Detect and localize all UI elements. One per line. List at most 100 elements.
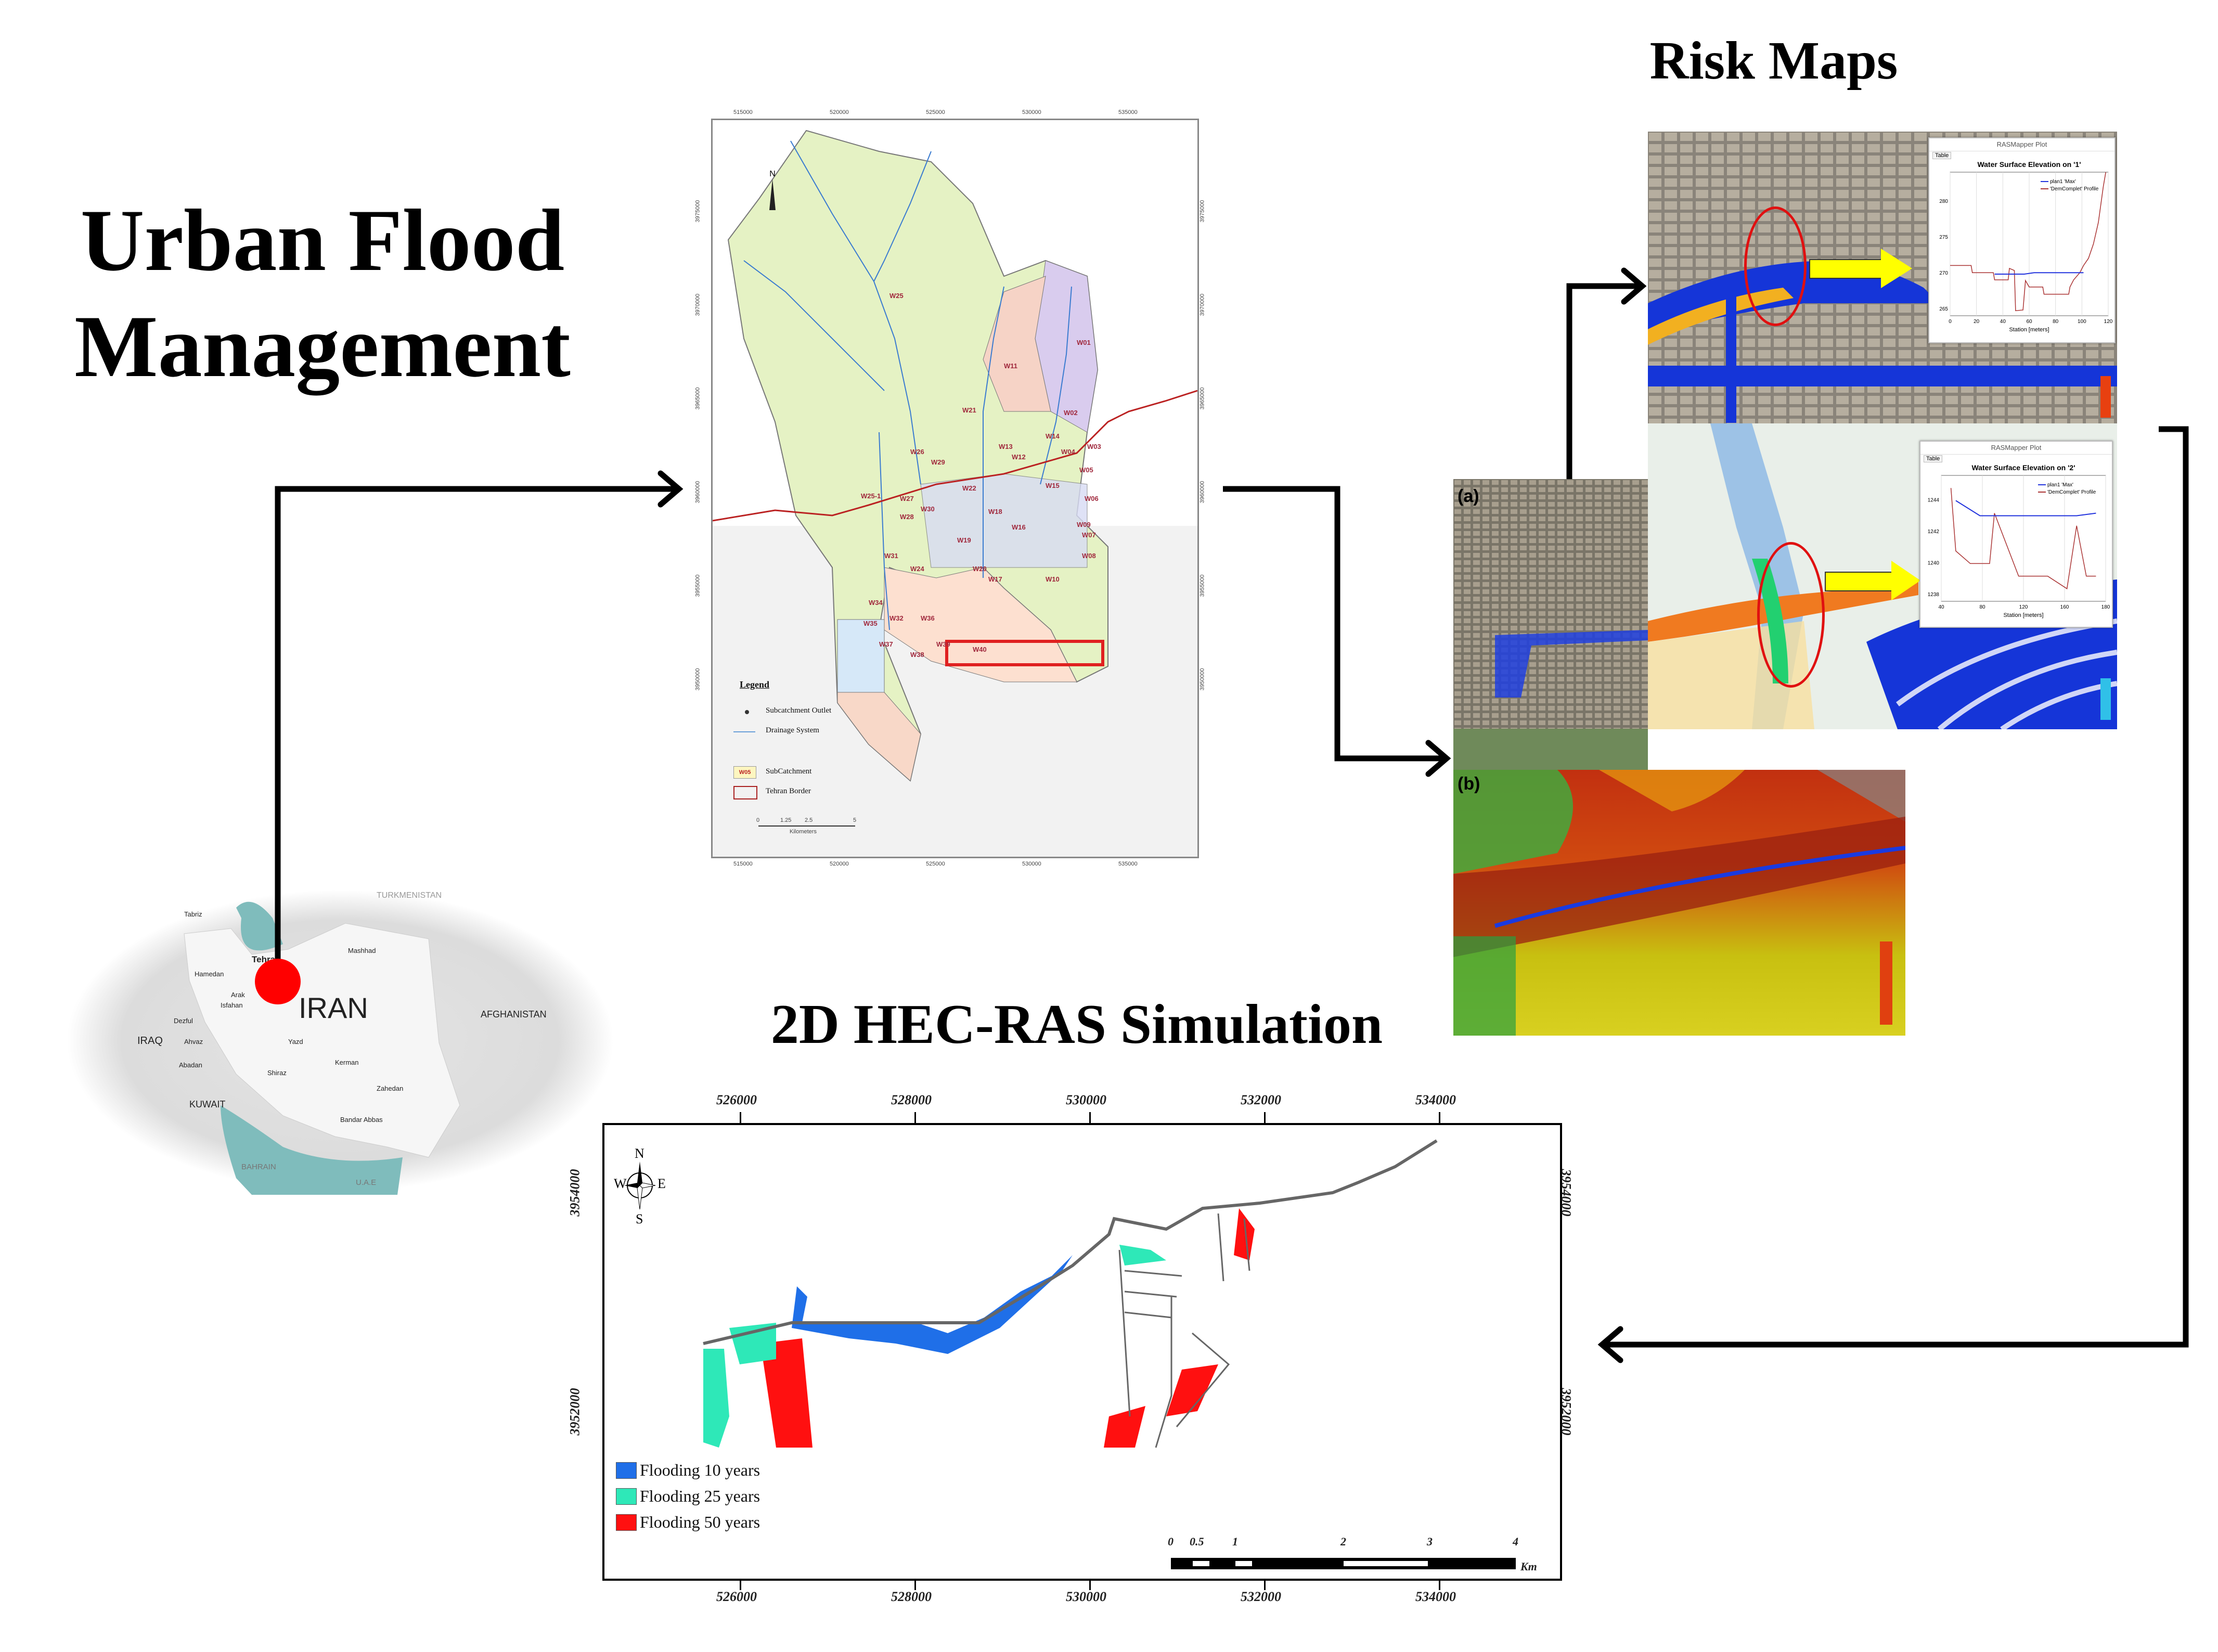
y-tick-left: 3960000 [694, 481, 701, 504]
subcatchment-label: W21 [962, 406, 976, 414]
x-tick-top: 535000 [1118, 109, 1138, 115]
tick-mark [740, 1112, 741, 1125]
subcatchment-w11 [983, 276, 1051, 412]
legend-title: Legend [740, 679, 770, 690]
y-tick-left: 3970000 [694, 293, 701, 316]
subcatchment-label: W05 [1079, 466, 1093, 474]
subcatchment-label: W19 [957, 536, 971, 544]
yellow-arrowhead-icon [1881, 249, 1912, 288]
x-tick-bottom: 530000 [1022, 861, 1041, 867]
y-tick-right: 3950000 [1199, 668, 1206, 691]
subcatchment-label: W27 [900, 495, 914, 502]
flood-50-years-area [760, 1208, 1255, 1448]
x-tick-bottom: 526000 [716, 1589, 757, 1604]
x-axis-label: Station [meters] [2003, 612, 2043, 618]
scale-tick: 2 [1340, 1535, 1346, 1548]
country-label-bahrain: BAHRAIN [241, 1163, 276, 1171]
subcatchment-label: W06 [1085, 495, 1099, 502]
x-tick-top: 530000 [1066, 1092, 1106, 1107]
arrow-catchment-to-risk [1223, 486, 1444, 762]
country-label-afghanistan: AFGHANISTAN [481, 1009, 547, 1019]
compass-n: N [635, 1146, 644, 1161]
plot-title: Water Surface Elevation on '2' [1971, 463, 2075, 472]
subcatchment-w09 [920, 473, 1088, 568]
risk-map-panel-a: (a) [1453, 479, 1648, 770]
subcatchment-label: W18 [988, 508, 1002, 515]
legend-item-1: Flooding 10 years [616, 1461, 760, 1480]
scale-unit: Kilometers [790, 829, 817, 835]
city-label: Yazd [288, 1038, 303, 1046]
subcatchment-label: W24 [910, 565, 924, 573]
flood-extent-graphic [703, 1139, 1438, 1448]
iran-location-map: IRAN IRAQ AFGHANISTAN KUWAIT TURKMENISTA… [65, 887, 616, 1195]
subcatchment-label: W04 [1061, 448, 1075, 456]
scale-tick: 1.25 [780, 817, 792, 823]
y-tick-left: 3950000 [694, 668, 701, 691]
north-label: N [769, 170, 776, 178]
caspian-sea [236, 901, 283, 951]
legend-label: plan1 'Max' [2047, 482, 2073, 488]
x-tick-top: 515000 [733, 109, 753, 115]
subcatchment-label: W17 [988, 575, 1002, 583]
table-tab[interactable]: Table [1932, 152, 1952, 159]
y-tick-label: 1238 [1928, 592, 1940, 598]
y-tick-right: 3952000 [1558, 1388, 1574, 1436]
table-tab[interactable]: Table [1924, 455, 1943, 462]
legend-label: 'DemComplet' Profile [2047, 489, 2096, 495]
x-tick-bottom: 515000 [733, 861, 753, 867]
arrowhead-icon [657, 470, 684, 508]
compass-w: W [614, 1176, 627, 1191]
subcatchment-label: W37 [879, 640, 893, 648]
subcatchment-w17 [884, 567, 1077, 682]
subcatchment-label: W16 [1012, 523, 1026, 531]
street-network [1118, 1213, 1250, 1448]
x-tick-label: 160 [2060, 604, 2069, 610]
scale-tick: 4 [1513, 1535, 1518, 1548]
x-tick-label: 120 [2019, 604, 2028, 610]
risk-map-panel-b: (b) [1453, 770, 1905, 1036]
drainage-line-icon [733, 731, 755, 732]
city-label: Dezful [174, 1017, 193, 1025]
dem-profile-line [1950, 172, 2106, 312]
y-tick-right: 3960000 [1199, 481, 1206, 504]
flood-street [1648, 366, 2117, 386]
city-label: Isfahan [221, 1001, 243, 1009]
scale-tick: 3 [1427, 1535, 1433, 1548]
rasmapper-plot-window-1[interactable]: RASMapper Plot Table Water Surface Eleva… [1928, 137, 2116, 343]
main-title-line1: Urban Flood [80, 191, 565, 289]
satellite-image-a [1453, 479, 1648, 770]
iran-territory [184, 923, 460, 1158]
x-tick-bottom: 528000 [891, 1589, 932, 1604]
x-tick-top: 520000 [830, 109, 849, 115]
water-surface-line [1994, 272, 2084, 275]
terrain-dem-image-b [1453, 770, 1905, 1036]
city-label: Mashhad [348, 947, 376, 954]
tehran-border [713, 390, 1197, 522]
y-tick-left: 3954000 [567, 1169, 583, 1217]
subcatchment-label: W09 [1077, 521, 1091, 528]
legend-swatch [616, 1488, 637, 1505]
compass-rose: N W E S [614, 1146, 666, 1229]
rasmapper-plot-window-2[interactable]: RASMapper Plot Table Water Surface Eleva… [1919, 441, 2113, 628]
red-ellipse-highlight [1757, 542, 1825, 688]
arrowhead-icon [1425, 740, 1451, 777]
main-title-line2: Management [74, 298, 571, 395]
x-axis-label: Station [meters] [2009, 327, 2049, 333]
x-tick-label: 40 [1938, 604, 1944, 610]
y-tick-label: 280 [1939, 199, 1948, 204]
y-tick-label: 1244 [1928, 498, 1940, 504]
subcatchment-label: W12 [1012, 453, 1026, 461]
y-tick-right: 3955000 [1199, 574, 1206, 597]
x-tick-top: 534000 [1415, 1092, 1456, 1107]
subcatchment-label: W25-1 [861, 492, 881, 500]
x-tick-label: 80 [1979, 604, 1985, 610]
water-surface-plot-2: Water Surface Elevation on '2' 40 80 120 160… [1928, 463, 2110, 618]
city-label: Tabriz [184, 910, 202, 918]
legend-swatch [616, 1462, 637, 1479]
legend-item-3: Flooding 50 years [616, 1513, 760, 1532]
legend-label: Flooding 50 years [640, 1513, 760, 1531]
tick-mark [740, 1579, 741, 1590]
subcatchment-label: W31 [884, 552, 898, 560]
subcatchment-label: W08 [1082, 552, 1096, 560]
